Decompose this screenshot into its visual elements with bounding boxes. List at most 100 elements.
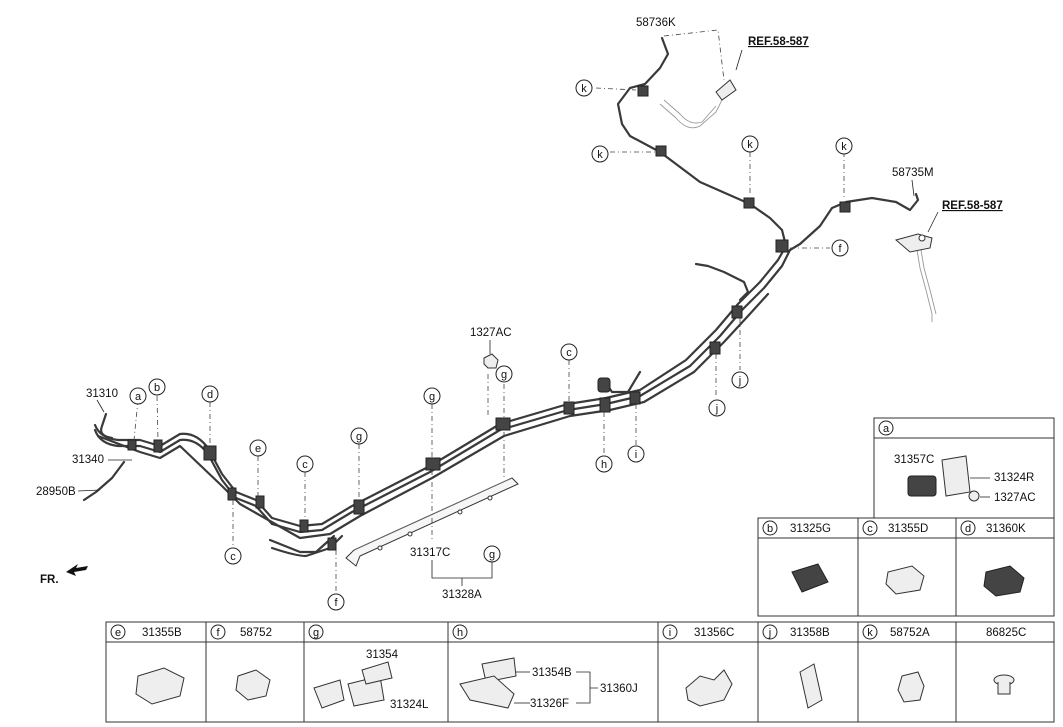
- callout-g-left: g: [350, 427, 368, 445]
- svg-text:c: c: [566, 347, 572, 359]
- svg-text:g: g: [356, 431, 362, 443]
- svg-text:f: f: [334, 597, 338, 609]
- legend-a-part-2: 31324R: [994, 472, 1034, 484]
- svg-text:b: b: [154, 382, 160, 394]
- clip-g-mid: [425, 457, 441, 471]
- clip-k-lower: [655, 145, 667, 157]
- clip-g-right: [495, 417, 511, 431]
- legend-cell-86825C: [955, 621, 1055, 723]
- clip-j-low: [709, 341, 721, 355]
- nut-1327AC: [483, 353, 499, 369]
- clip-c-right: [563, 401, 575, 415]
- callout-b: b: [148, 378, 166, 396]
- legend-h-letter: h: [457, 627, 463, 639]
- label-58735M: 58735M: [892, 167, 934, 179]
- legend-i-letter: i: [669, 627, 671, 639]
- legend-g-part-2: 31324L: [390, 699, 429, 711]
- clip-k-mid: [743, 197, 755, 209]
- legend-f-letter: f: [216, 627, 220, 639]
- callout-j-low: j: [708, 399, 726, 417]
- legend-g-part-1: 31354: [366, 649, 399, 661]
- label-58736K: 58736K: [636, 17, 676, 29]
- bracket-31324L-icon: [313, 679, 345, 709]
- callout-a: a: [129, 387, 147, 405]
- svg-text:k: k: [581, 83, 587, 95]
- label-1327AC: 1327AC: [470, 327, 512, 339]
- label-ref-58-587-top: REF.58-587: [748, 36, 809, 48]
- clip-i: [629, 391, 641, 405]
- svg-text:c: c: [302, 459, 308, 471]
- clip-31354-icon: [361, 661, 393, 685]
- clip-h: [599, 397, 611, 413]
- clip-j-high: [731, 305, 743, 319]
- clip-b: [153, 439, 163, 453]
- clip-58752-icon: [235, 669, 271, 701]
- legend-cell-i: [657, 621, 759, 723]
- clip-g-left: [353, 499, 365, 515]
- legend-cell-k: [857, 621, 957, 723]
- legend-e-letter: e: [115, 627, 121, 639]
- clip-c-mid: [299, 519, 309, 533]
- label-31310: 31310: [86, 388, 118, 400]
- callout-i: i: [627, 445, 645, 463]
- part-labels: 58736K REF.58-587 58735M REF.58-587 1327…: [36, 17, 1003, 601]
- legend-h-part-2: 31326F: [530, 698, 569, 710]
- clip-31355B-icon: [135, 667, 185, 705]
- callout-f-upper: f: [831, 239, 849, 257]
- legend-c-part: 31355D: [888, 523, 928, 535]
- svg-text:c: c: [230, 551, 236, 563]
- callout-c-right: c: [560, 343, 578, 361]
- legend-c-letter: c: [867, 523, 873, 535]
- callouts: k k k k f c g j j a b d g g e c h i c g …: [129, 79, 853, 611]
- callout-c-left: c: [224, 547, 242, 565]
- callout-g-bottom: g: [483, 545, 501, 563]
- legend-b-part: 31325G: [790, 523, 831, 535]
- label-28950B: 28950B: [36, 486, 76, 498]
- legend-cell-h: [447, 621, 659, 723]
- callout-d: d: [201, 385, 219, 403]
- legend-f-part: 58752: [240, 627, 272, 639]
- clip-31354B-icon: [481, 657, 517, 683]
- leader-lines: [77, 29, 939, 594]
- front-arrow-icon: [66, 564, 88, 576]
- svg-text:h: h: [601, 459, 607, 471]
- callout-g-right: g: [495, 365, 513, 383]
- callout-k-top: k: [575, 79, 593, 97]
- svg-text:g: g: [501, 369, 507, 381]
- svg-text:j: j: [715, 403, 718, 415]
- label-ref-58-587-right: REF.58-587: [942, 200, 1003, 212]
- legend-h-part-3: 31360J: [600, 683, 638, 695]
- label-31340: 31340: [72, 454, 104, 466]
- label-31328A: 31328A: [442, 589, 482, 601]
- clip-31355D-icon: [885, 565, 925, 595]
- svg-text:k: k: [841, 141, 847, 153]
- legend-d-part: 31360K: [986, 523, 1026, 535]
- clip-a: [127, 439, 137, 451]
- legend-table: a 31357C 31324R 1327AC b 31325G c 31355D…: [105, 417, 1055, 723]
- clip-e: [255, 495, 265, 509]
- label-31317C: 31317C: [410, 547, 450, 559]
- svg-text:f: f: [838, 243, 842, 255]
- clip-31358B-icon: [799, 663, 823, 709]
- bracket-58736K: [715, 79, 737, 101]
- clip-h-top: [597, 377, 611, 393]
- pipe-bundle: [82, 36, 937, 558]
- callout-c-mid: c: [296, 455, 314, 473]
- legend-k-part: 58752A: [890, 627, 930, 639]
- clip-58752A-icon: [897, 671, 925, 703]
- svg-text:i: i: [635, 449, 637, 461]
- svg-text:e: e: [255, 443, 261, 455]
- legend-a-part-1: 31357C: [894, 454, 934, 466]
- callout-k-right: k: [835, 137, 853, 155]
- clip-c-left: [227, 487, 237, 501]
- legend-86825C-part: 86825C: [986, 627, 1026, 639]
- svg-text:g: g: [489, 549, 495, 561]
- legend-b-letter: b: [767, 523, 773, 535]
- legend-g-letter: g: [313, 627, 319, 639]
- callout-j-high: j: [731, 371, 749, 389]
- callout-e: e: [249, 439, 267, 457]
- clip-d: [203, 445, 217, 461]
- legend-j-letter: j: [768, 627, 771, 639]
- clip-31356C-icon: [685, 669, 733, 707]
